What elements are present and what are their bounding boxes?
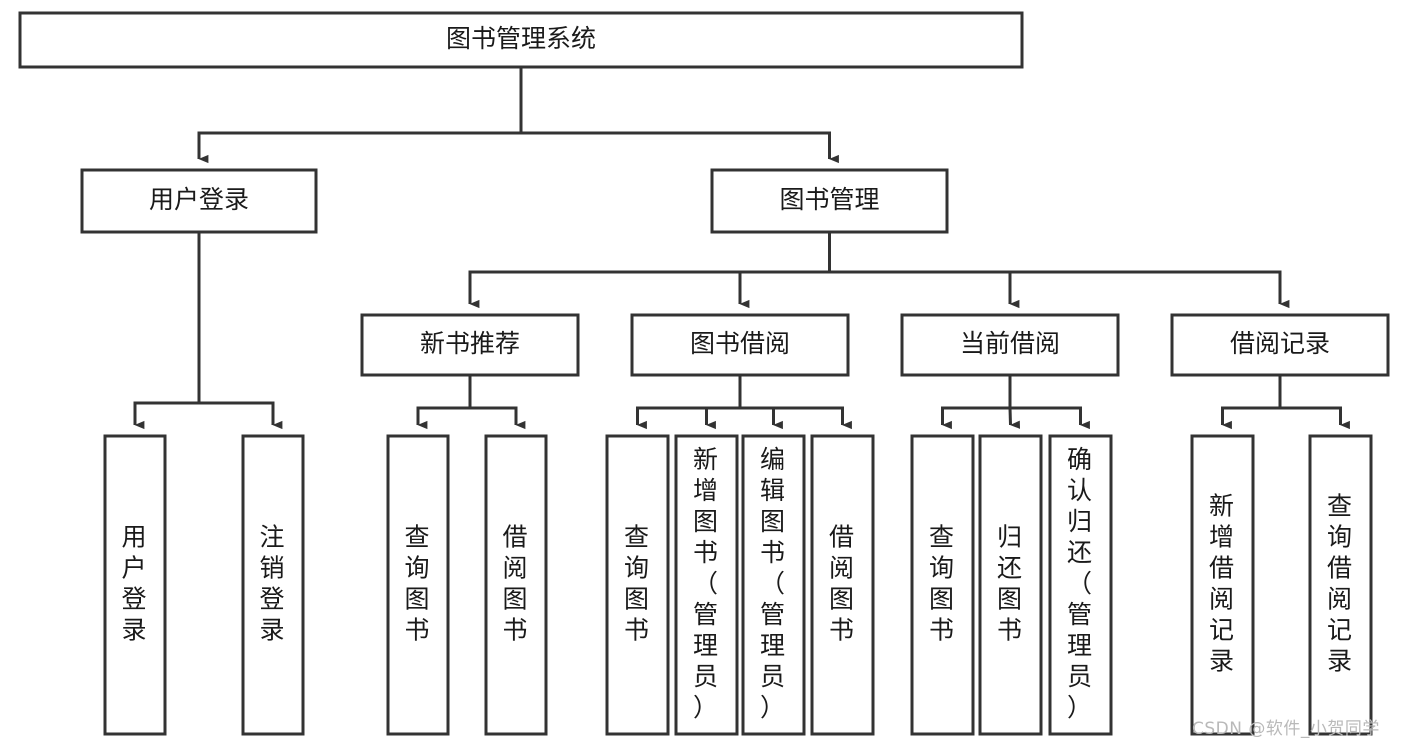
node-box [18, 11, 1024, 69]
node-label: 借阅记录 [1230, 329, 1330, 358]
node-box [978, 434, 1043, 736]
node-leaf-add-borrow-record[interactable]: 新增借阅记录 [1190, 434, 1255, 736]
node-label: 用户登录 [121, 523, 148, 645]
connector-borrow-record-to-leaf-query-borrow-record [1280, 406, 1350, 430]
connector-new-book-rec-to-leaf-query-book-rec [416, 406, 470, 430]
node-box [810, 434, 875, 736]
node-box [605, 434, 670, 736]
node-box [900, 313, 1120, 377]
node-label: 用户登录 [149, 185, 249, 214]
node-box [674, 434, 739, 736]
node-label: 编辑图书（管理员） [760, 445, 787, 722]
connector-root-to-user-login [197, 131, 521, 164]
node-leaf-user-login[interactable]: 用户登录 [103, 434, 167, 736]
node-book-borrow[interactable]: 图书借阅 [630, 313, 850, 377]
node-label: 当前借阅 [960, 329, 1060, 358]
connector-current-borrow-to-leaf-query-book-current [941, 406, 1010, 430]
node-label: 查询图书 [624, 523, 651, 645]
node-leaf-query-borrow-record[interactable]: 查询借阅记录 [1308, 434, 1373, 736]
node-label: 新增借阅记录 [1209, 492, 1236, 676]
node-label: 查询图书 [929, 523, 956, 645]
node-box [103, 434, 167, 736]
node-leaf-query-book-current[interactable]: 查询图书 [910, 434, 975, 736]
node-label: 借阅图书 [502, 523, 529, 645]
node-box [741, 434, 806, 736]
node-current-borrow[interactable]: 当前借阅 [900, 313, 1120, 377]
node-leaf-add-book-admin[interactable]: 新增图书（管理员） [674, 434, 739, 736]
connector-user-login-to-leaf-logout [199, 401, 283, 430]
connector-current-borrow-to-leaf-confirm-return-admin [1010, 406, 1090, 430]
node-leaf-query-book-rec[interactable]: 查询图书 [386, 434, 450, 736]
node-label: 注销登录 [259, 523, 286, 645]
node-label: 归还图书 [997, 523, 1024, 645]
node-box [1308, 434, 1373, 736]
node-book-manage[interactable]: 图书管理 [710, 168, 949, 234]
node-box [1190, 434, 1255, 736]
node-label: 图书管理系统 [446, 24, 596, 53]
node-leaf-return-book[interactable]: 归还图书 [978, 434, 1043, 736]
node-leaf-borrow-book[interactable]: 借阅图书 [810, 434, 875, 736]
node-label: 新增图书（管理员） [693, 445, 720, 722]
node-box [386, 434, 450, 736]
node-layer: 图书管理系统用户登录图书管理新书推荐图书借阅当前借阅借阅记录用户登录注销登录查询… [18, 11, 1390, 736]
node-box [360, 313, 580, 377]
connector-book-borrow-to-leaf-query-book-borrow [636, 406, 740, 430]
node-leaf-edit-book-admin[interactable]: 编辑图书（管理员） [741, 434, 806, 736]
node-leaf-confirm-return-admin[interactable]: 确认归还（管理员） [1048, 434, 1113, 736]
node-box [80, 168, 318, 234]
node-leaf-logout[interactable]: 注销登录 [241, 434, 305, 736]
connector-layer [133, 67, 1350, 430]
node-box [710, 168, 949, 234]
connector-book-borrow-to-leaf-add-book-admin [705, 406, 740, 430]
connector-book-borrow-to-leaf-edit-book-admin [740, 406, 783, 430]
node-box [910, 434, 975, 736]
node-root[interactable]: 图书管理系统 [18, 11, 1024, 69]
node-leaf-query-book-borrow[interactable]: 查询图书 [605, 434, 670, 736]
node-box [484, 434, 548, 736]
node-label: 查询借阅记录 [1327, 492, 1354, 676]
connector-book-borrow-to-leaf-borrow-book [740, 406, 852, 430]
connector-book-manage-to-borrow-record [829, 270, 1290, 309]
node-box [1048, 434, 1113, 736]
node-box [1170, 313, 1390, 377]
node-label: 查询图书 [404, 523, 431, 645]
node-label: 确认归还（管理员） [1067, 445, 1094, 722]
node-new-book-rec[interactable]: 新书推荐 [360, 313, 580, 377]
node-box [630, 313, 850, 377]
node-borrow-record[interactable]: 借阅记录 [1170, 313, 1390, 377]
connector-book-manage-to-current-borrow [829, 270, 1020, 309]
connector-borrow-record-to-leaf-add-borrow-record [1221, 406, 1280, 430]
node-user-login[interactable]: 用户登录 [80, 168, 318, 234]
node-label: 新书推荐 [420, 329, 520, 358]
connector-new-book-rec-to-leaf-borrow-book-rec [470, 406, 526, 430]
connector-current-borrow-to-leaf-return-book [1008, 407, 1021, 429]
connector-root-to-book-manage [521, 131, 839, 164]
connector-book-manage-to-book-borrow [738, 270, 830, 309]
node-box [241, 434, 305, 736]
connector-book-manage-to-new-book-rec [468, 270, 830, 309]
connector-user-login-to-leaf-user-login [133, 401, 199, 430]
node-leaf-borrow-book-rec[interactable]: 借阅图书 [484, 434, 548, 736]
node-label: 图书管理 [779, 185, 879, 214]
node-label: 借阅图书 [829, 523, 856, 645]
node-label: 图书借阅 [690, 329, 790, 358]
